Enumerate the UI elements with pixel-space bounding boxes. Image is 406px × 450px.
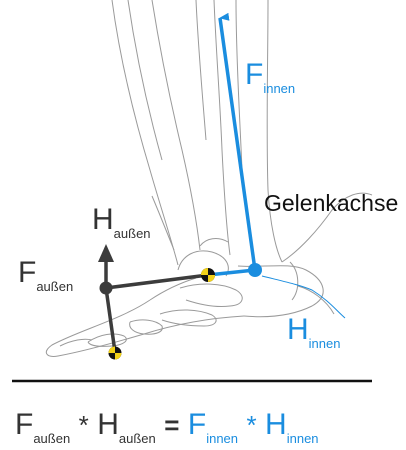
label-h-outer-sub: außen <box>114 226 151 241</box>
label-gelenkachse: Gelenkachse <box>264 192 398 215</box>
label-f-inner-main: F <box>245 58 263 91</box>
inner-pivot-dot <box>248 263 262 277</box>
label-f-inner-sub: innen <box>263 81 295 96</box>
outer-pivot-dot <box>100 282 113 295</box>
eq-f-inner-main: F <box>188 408 206 441</box>
label-h-inner-sub: innen <box>309 336 341 351</box>
label-h-inner-main: H <box>287 313 309 346</box>
eq-h-inner-sub: innen <box>287 431 319 446</box>
equation: Faußen * Haußen = Finnen * Hinnen <box>15 410 319 445</box>
outer-force-line <box>106 288 115 352</box>
label-f-outer: Faußen <box>18 258 73 293</box>
eq-h-inner-main: H <box>265 408 287 441</box>
eq-f-inner-sub: innen <box>206 431 238 446</box>
eq-times-2: * <box>242 410 260 440</box>
ball-joint-marker <box>109 347 122 360</box>
label-h-inner: Hinnen <box>287 315 340 350</box>
ankle-joint-marker <box>201 268 215 282</box>
eq-equals: = <box>160 410 183 440</box>
label-h-outer-main: H <box>92 203 114 236</box>
h-inner-lever <box>208 270 255 275</box>
eq-f-outer-main: F <box>15 408 33 441</box>
eq-times-1: * <box>75 410 93 440</box>
label-f-outer-sub: außen <box>36 279 73 294</box>
h-outer-lever <box>106 275 208 288</box>
eq-h-outer-sub: außen <box>119 431 156 446</box>
foot-sketch <box>46 0 372 356</box>
label-h-outer: Haußen <box>92 205 151 240</box>
eq-f-outer-sub: außen <box>33 431 70 446</box>
label-f-inner: Finnen <box>245 60 295 95</box>
eq-h-outer-main: H <box>97 408 119 441</box>
f-outer-arrowhead <box>98 244 114 262</box>
label-f-outer-main: F <box>18 256 36 289</box>
